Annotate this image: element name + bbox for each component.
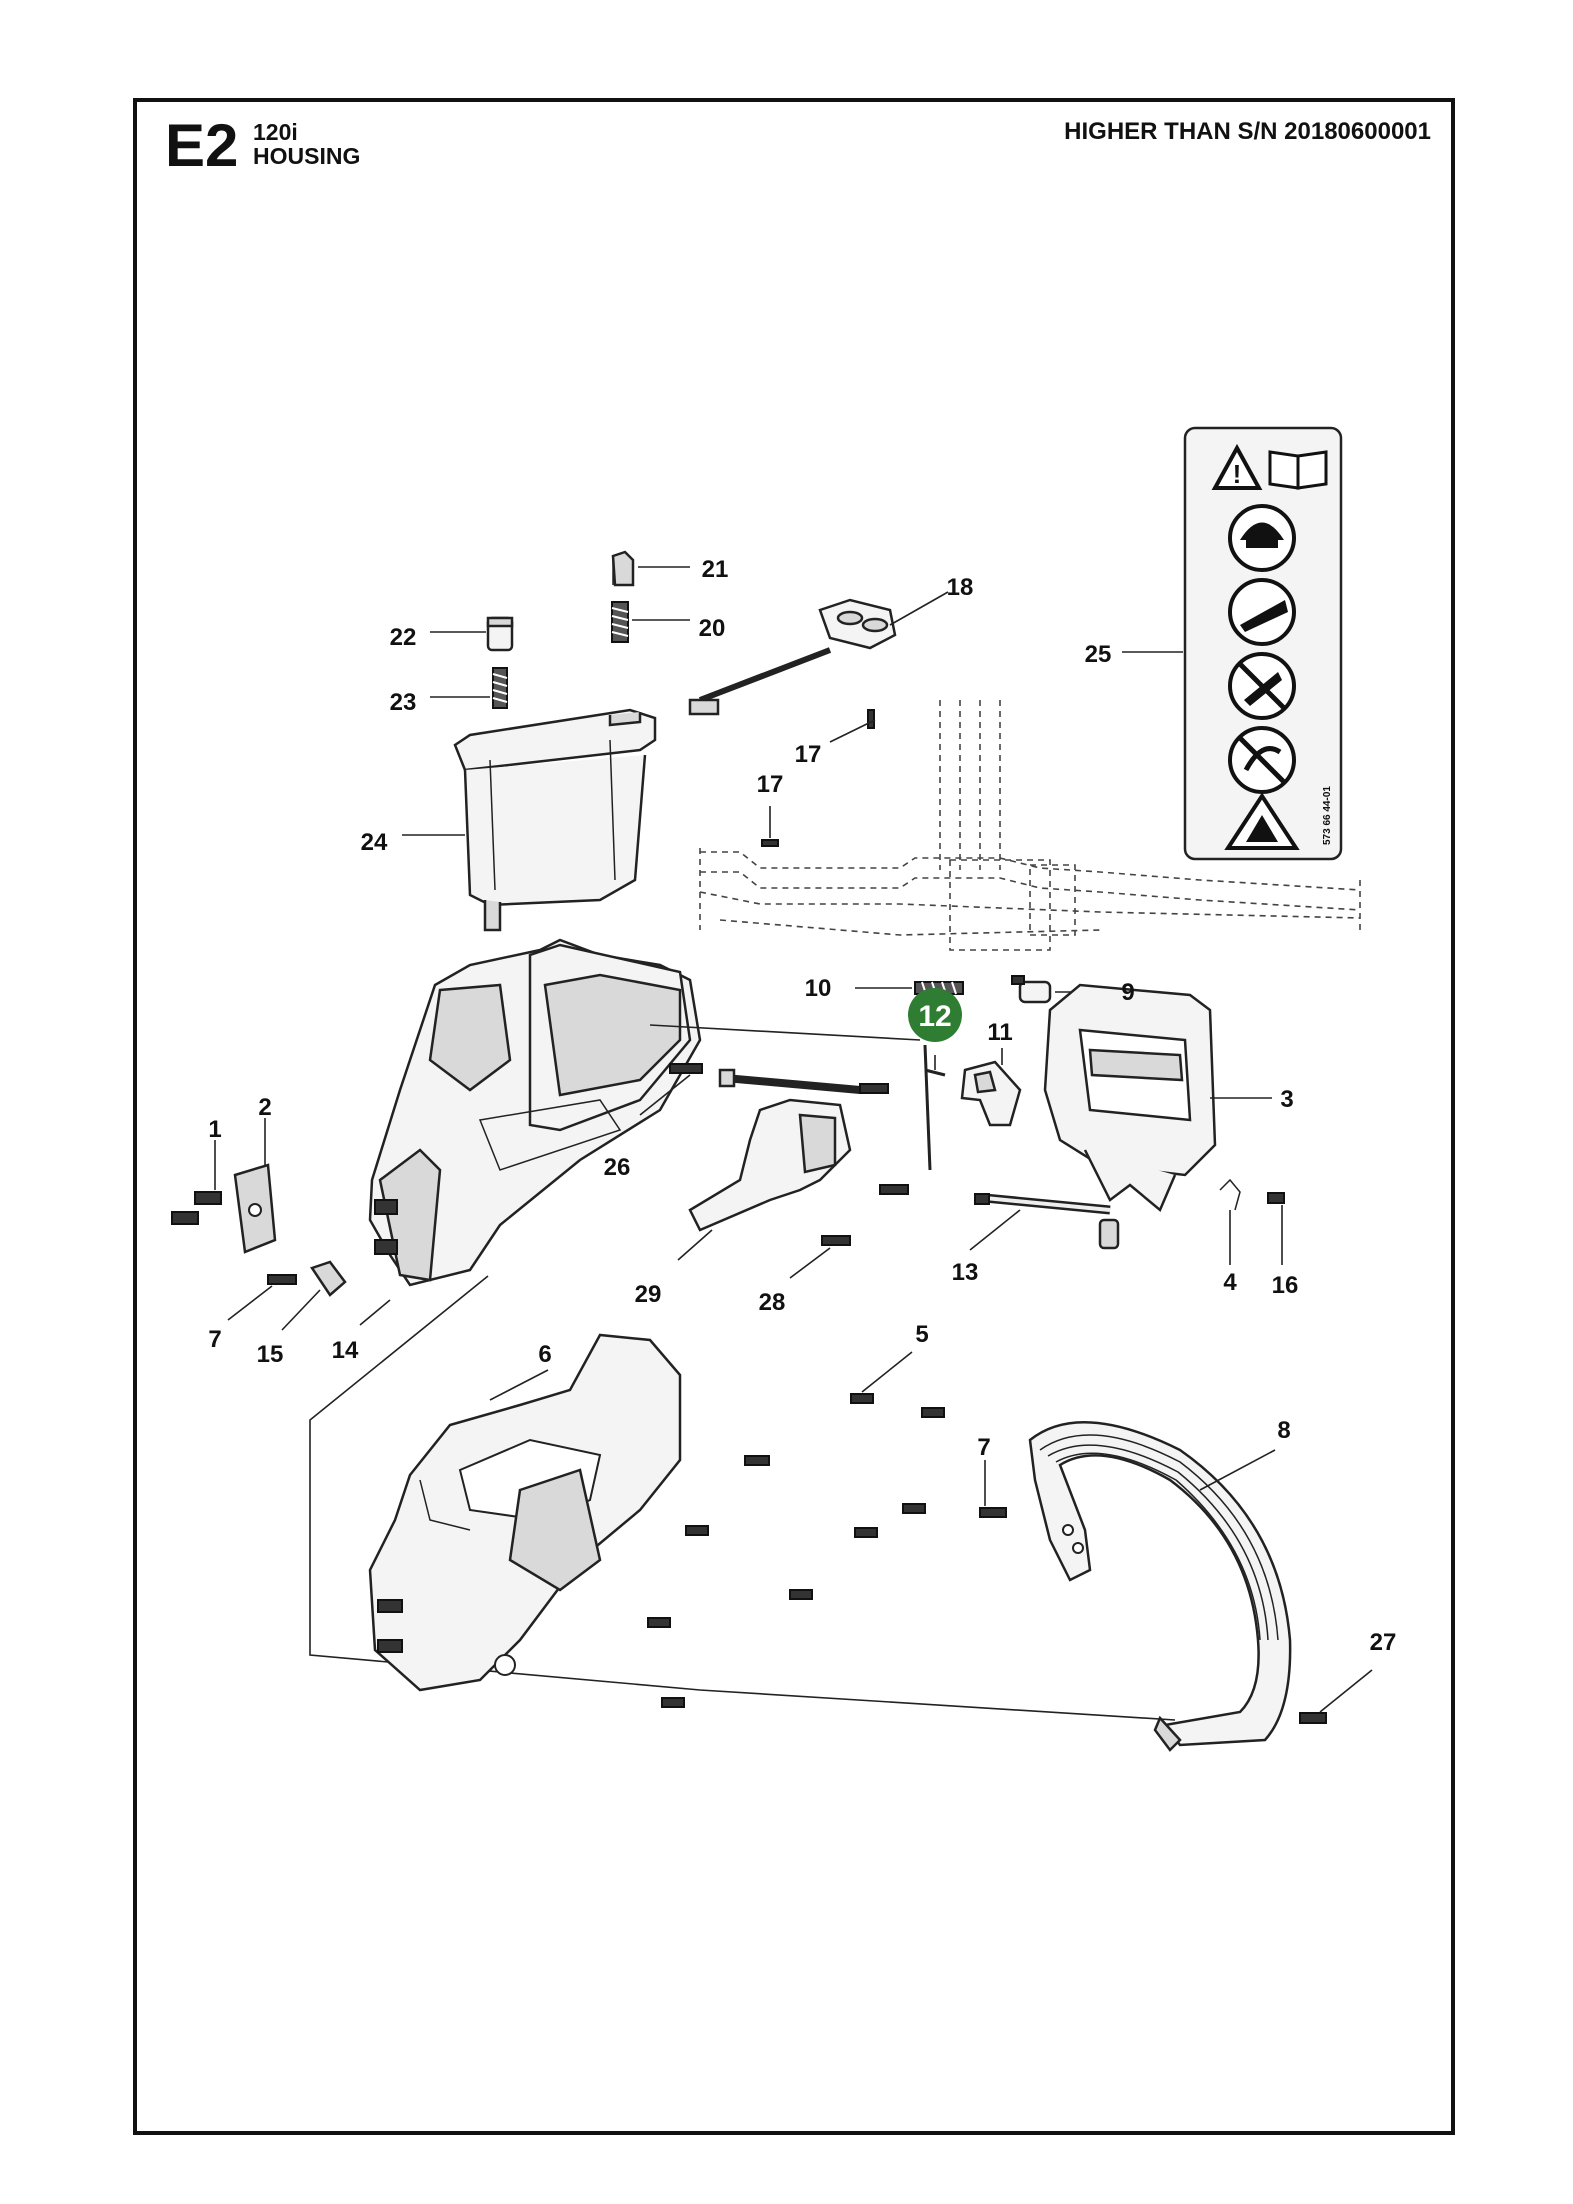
section-name: HOUSING [253, 143, 361, 170]
part-16-screw[interactable] [1267, 1192, 1285, 1204]
callout-3: 3 [1280, 1086, 1293, 1113]
part-20-spring[interactable] [611, 601, 629, 643]
part-4-clip[interactable] [1219, 1178, 1241, 1211]
callout-29: 29 [635, 1281, 662, 1308]
callout-9: 9 [1121, 979, 1134, 1006]
decal-part-number: 573 66 44-01 [1322, 786, 1333, 845]
callout-14: 14 [332, 1337, 359, 1364]
callout-17-upper: 17 [795, 741, 822, 768]
part-29-rear-handle-cover[interactable] [688, 1068, 861, 1232]
highlight-badge [908, 988, 962, 1042]
part-7-screw-left[interactable] [267, 1274, 297, 1285]
decal-part-25[interactable]: ! 573 66 44-01 [1183, 426, 1343, 861]
callout-5: 5 [915, 1321, 928, 1348]
part-6-side-cover[interactable] [368, 1333, 682, 1692]
svg-text:!: ! [1233, 459, 1242, 489]
callout-22: 22 [390, 624, 417, 651]
part-1-screws[interactable] [171, 1191, 222, 1225]
callout-15: 15 [257, 1341, 284, 1368]
callout-6: 6 [538, 1341, 551, 1368]
callout-4: 4 [1223, 1269, 1237, 1296]
part-9[interactable] [1011, 975, 1052, 1004]
callout-11: 11 [987, 1019, 1012, 1046]
part-23-spring[interactable] [492, 667, 508, 709]
part-24-battery-housing[interactable] [453, 708, 657, 932]
part-7-screw-right[interactable] [979, 1507, 1007, 1518]
part-17-screw-lower[interactable] [761, 839, 779, 847]
callout-12: 12 [918, 1000, 951, 1033]
callout-21: 21 [702, 556, 729, 583]
callout-17-lower: 17 [757, 771, 784, 798]
section-code: E2 [165, 112, 239, 179]
part-2-plate[interactable] [233, 1163, 277, 1254]
callout-28: 28 [759, 1289, 786, 1316]
callout-7-right: 7 [977, 1434, 990, 1461]
part-21[interactable] [611, 550, 635, 587]
part-8-front-handle[interactable] [1028, 1420, 1292, 1752]
part-28-screws[interactable] [821, 1083, 909, 1246]
part-12-rod[interactable] [923, 1044, 946, 1171]
callout-2: 2 [258, 1094, 271, 1121]
callout-26: 26 [604, 1154, 631, 1181]
part-26-screw[interactable] [669, 1063, 703, 1074]
part-11[interactable] [960, 1060, 1022, 1127]
callout-7-left: 7 [208, 1326, 221, 1353]
part-17-screw-upper[interactable] [867, 709, 875, 729]
callout-27: 27 [1370, 1629, 1397, 1656]
part-18-switch[interactable] [688, 598, 897, 716]
diagram-frame [133, 98, 1455, 2135]
callout-25: 25 [1085, 641, 1112, 668]
callout-12-highlighted[interactable]: 12 [908, 988, 962, 1042]
motor-assembly-outline [699, 700, 1361, 951]
callout-8: 8 [1277, 1417, 1290, 1444]
callout-18: 18 [947, 574, 974, 601]
callout-13: 13 [952, 1259, 979, 1286]
part-13-shaft[interactable] [974, 1193, 1111, 1215]
manual-icon [1268, 450, 1328, 490]
serial-note: HIGHER THAN S/N 20180600001 [1064, 118, 1431, 145]
part-3-chain-brake-handle[interactable] [1043, 983, 1217, 1250]
part-22[interactable] [486, 616, 514, 652]
part-14-main-housing[interactable] [368, 938, 702, 1287]
callout-10: 10 [805, 975, 832, 1002]
part-27-screw[interactable] [1299, 1712, 1327, 1724]
callout-16: 16 [1272, 1272, 1299, 1299]
warning-icon [1211, 443, 1263, 490]
callout-23: 23 [390, 689, 417, 716]
callout-20: 20 [699, 615, 726, 642]
part-15-clip[interactable] [310, 1260, 347, 1297]
model-name: 120i [253, 119, 298, 145]
callout-1: 1 [208, 1116, 221, 1143]
callout-24: 24 [361, 829, 388, 856]
part-5-screws[interactable] [647, 1393, 945, 1708]
model-and-section: 120i HOUSING [253, 120, 360, 168]
